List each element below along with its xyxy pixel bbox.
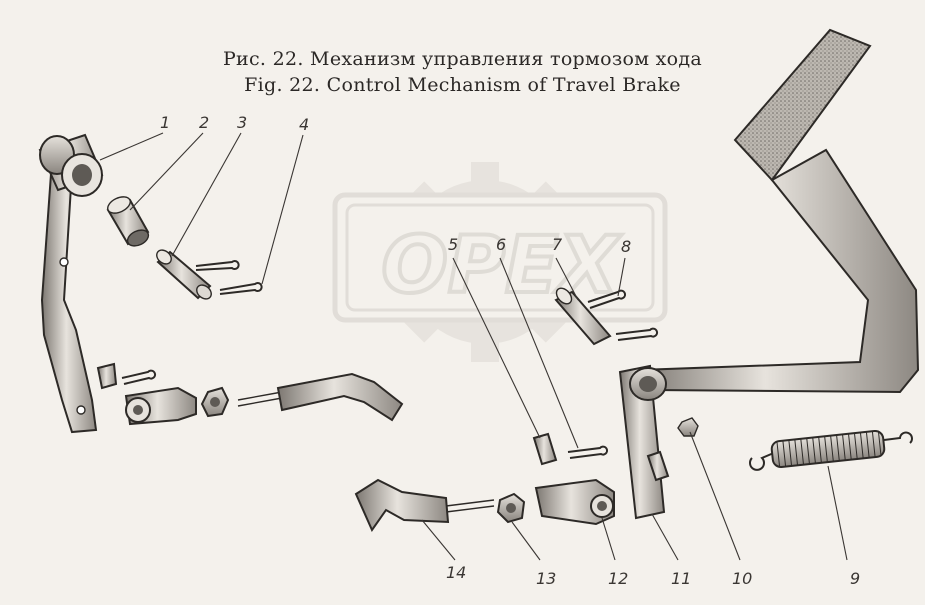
callout-1: 1 — [160, 113, 170, 132]
parts-5-8-pins — [532, 287, 659, 466]
part-9-spring — [749, 430, 913, 471]
callout-11: 11 — [671, 569, 691, 588]
caption-english: Fig. 22. Control Mechanism of Travel Bra… — [244, 74, 681, 96]
left-clevis-assembly — [96, 362, 404, 426]
part-11-brake-pedal — [618, 28, 920, 520]
callout-4: 4 — [299, 115, 309, 134]
leader-lines — [99, 132, 848, 561]
callout-3: 3 — [237, 113, 247, 132]
callout-numbers: 1 2 3 4 5 6 7 8 9 10 11 12 13 14 — [160, 113, 860, 588]
watermark-text: OPEX — [382, 221, 623, 311]
callout-6: 6 — [496, 235, 506, 254]
part-2-sleeve — [106, 196, 150, 247]
callout-13: 13 — [536, 569, 556, 588]
callout-7: 7 — [552, 235, 563, 254]
caption-russian: Рис. 22. Механизм управления тормозом хо… — [222, 48, 703, 70]
callout-8: 8 — [621, 237, 631, 256]
callout-12: 12 — [608, 569, 628, 588]
part-4-cotter-pins — [195, 260, 263, 295]
parts-12-14-clevis-rod — [354, 478, 615, 533]
callout-2: 2 — [199, 113, 209, 132]
part-10-nut — [677, 417, 699, 437]
callout-5: 5 — [448, 235, 458, 254]
callout-14: 14 — [446, 563, 466, 582]
part-3-pin — [156, 249, 212, 300]
part-1-lever — [38, 133, 104, 434]
callout-9: 9 — [850, 569, 860, 588]
callout-10: 10 — [732, 569, 752, 588]
watermark-logo: OPEX — [332, 162, 668, 362]
